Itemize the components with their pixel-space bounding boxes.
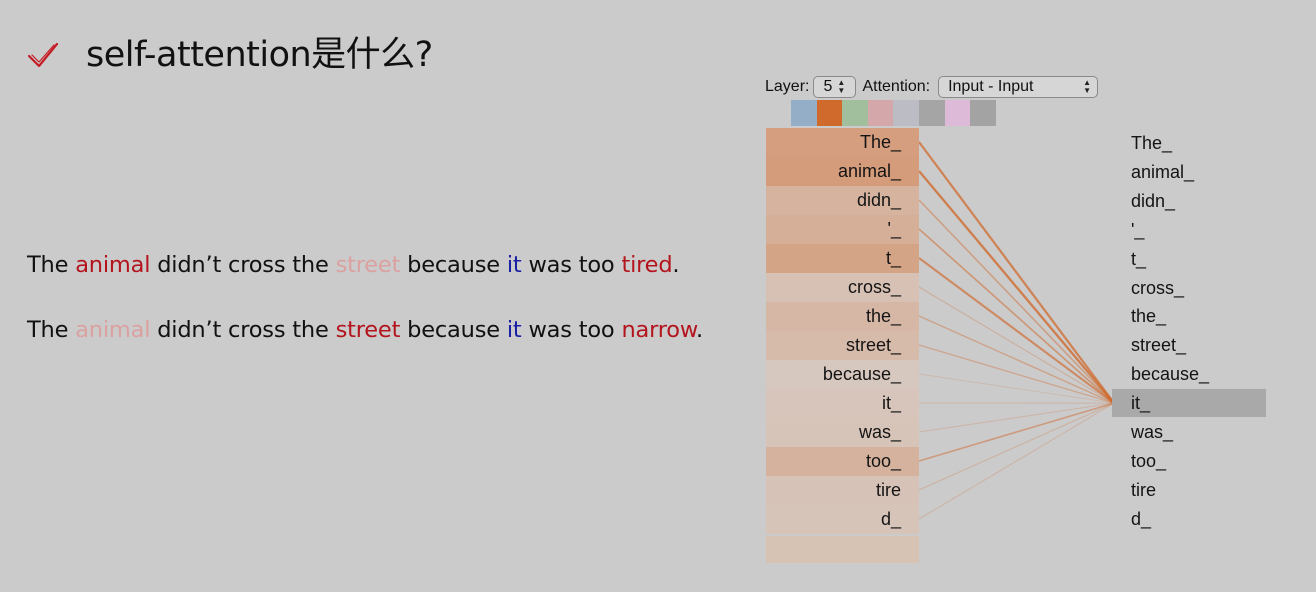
attention-line <box>918 228 1115 404</box>
attention-lines <box>918 141 1115 520</box>
left-token[interactable]: the_ <box>766 302 919 331</box>
highlighted-word: tired <box>621 252 673 278</box>
head-swatch[interactable] <box>918 100 945 126</box>
right-token[interactable]: too_ <box>1131 450 1167 471</box>
head-color-swatches <box>791 100 996 126</box>
attention-line <box>918 170 1115 404</box>
attention-line <box>918 286 1115 404</box>
head-swatch[interactable] <box>816 100 843 126</box>
slide-title: self-attention是什么? <box>86 35 433 75</box>
example-sentence-1: The animal didn’t cross the street becau… <box>27 250 680 280</box>
right-token[interactable]: '_ <box>1131 219 1145 240</box>
right-token[interactable]: tire <box>1131 479 1157 500</box>
example-sentence-2: The animal didn’t cross the street becau… <box>27 315 703 345</box>
right-token[interactable]: The_ <box>1131 133 1173 153</box>
head-swatch[interactable] <box>842 100 868 126</box>
left-token[interactable]: cross_ <box>766 273 919 302</box>
attention-line <box>918 373 1115 404</box>
left-token[interactable]: street_ <box>766 331 919 360</box>
sentence-text: The <box>27 252 76 278</box>
left-token[interactable]: too_ <box>766 447 919 476</box>
sentence-text: didn’t cross the <box>150 317 336 343</box>
head-swatch[interactable] <box>970 100 996 126</box>
left-token[interactable]: because_ <box>766 360 919 389</box>
highlighted-word: street <box>335 252 401 278</box>
highlighted-word: street <box>335 317 401 343</box>
attention-line <box>918 141 1115 404</box>
highlighted-word: animal <box>75 252 151 278</box>
head-swatch[interactable] <box>867 100 894 126</box>
right-token[interactable]: it_ <box>1112 389 1266 418</box>
left-token[interactable]: didn_ <box>766 186 919 215</box>
attention-line <box>918 402 1115 433</box>
attention-line <box>918 257 1115 404</box>
right-token[interactable]: animal_ <box>1131 161 1195 182</box>
attention-visualizer: Layer: 5 ▲▼ Attention: Input - Input ▲▼ … <box>760 70 1280 570</box>
head-swatch[interactable] <box>944 100 971 126</box>
layer-value: 5 <box>823 78 833 95</box>
left-token[interactable]: '_ <box>766 215 919 244</box>
left-token[interactable]: was_ <box>766 418 919 447</box>
left-token[interactable]: animal_ <box>766 157 919 186</box>
right-token[interactable]: cross_ <box>1131 277 1185 298</box>
head-swatch[interactable] <box>791 100 817 126</box>
left-token[interactable]: t_ <box>766 244 919 273</box>
sentence-text: was too <box>521 317 622 343</box>
right-token[interactable]: d_ <box>1131 508 1152 529</box>
layer-select[interactable]: 5 ▲▼ <box>813 76 857 98</box>
head-swatch[interactable] <box>893 100 919 126</box>
spinner-icon: ▲▼ <box>1083 78 1092 95</box>
sentence-text: The <box>27 317 76 343</box>
left-token[interactable]: The_ <box>766 128 919 157</box>
attention-line <box>918 315 1115 404</box>
left-token[interactable]: d_ <box>766 505 919 534</box>
highlighted-word: animal <box>75 317 151 343</box>
sentence-text: didn’t cross the <box>150 252 336 278</box>
right-token[interactable]: t_ <box>1131 248 1147 269</box>
attention-line <box>918 402 1115 491</box>
right-token[interactable]: didn_ <box>1131 190 1176 211</box>
highlighted-word: it <box>506 252 522 278</box>
attention-value: Input - Input <box>948 78 1034 95</box>
sentence-text: was too <box>521 252 622 278</box>
highlighted-word: narrow <box>621 317 697 343</box>
right-token[interactable]: was_ <box>1131 422 1174 442</box>
check-icon <box>27 42 59 68</box>
attention-line <box>918 402 1115 520</box>
attention-line <box>918 402 1115 462</box>
attention-select[interactable]: Input - Input ▲▼ <box>938 76 1099 98</box>
right-token[interactable]: the_ <box>1131 306 1167 327</box>
sentence-text: because <box>400 317 507 343</box>
left-token[interactable]: tire <box>766 476 919 505</box>
layer-label: Layer: <box>765 78 810 95</box>
spinner-icon: ▲▼ <box>837 78 846 95</box>
left-column-tail <box>766 536 919 563</box>
sentence-text: . <box>696 317 703 343</box>
highlighted-word: it <box>506 317 522 343</box>
sentence-text: because <box>400 252 507 278</box>
left-token[interactable]: it_ <box>766 389 919 418</box>
visualizer-controls: Layer: 5 ▲▼ Attention: Input - Input ▲▼ <box>765 74 1099 100</box>
right-token[interactable]: because_ <box>1131 364 1210 385</box>
sentence-text: . <box>672 252 680 278</box>
attention-line <box>918 344 1115 404</box>
attention-line <box>918 199 1115 404</box>
slide-title-row: self-attention是什么? <box>26 30 433 80</box>
attention-label: Attention: <box>862 78 931 95</box>
right-token[interactable]: street_ <box>1131 335 1187 356</box>
